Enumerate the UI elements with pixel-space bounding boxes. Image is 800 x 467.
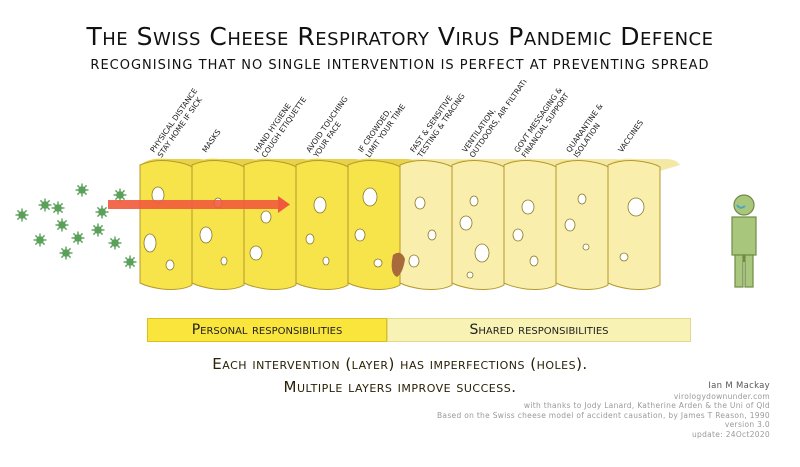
- virus-particle-icon: [123, 255, 137, 269]
- cheese-layers: [108, 158, 680, 290]
- virus-mess-icon: [391, 252, 405, 277]
- layer-label-8: GOVT MESSAGING &FINANCIAL SUPPORT: [512, 86, 571, 160]
- penetration-arrow-icon: [108, 196, 290, 213]
- credit-thanks: with thanks to Jody Lanard, Katherine Ar…: [523, 401, 770, 410]
- page-subtitle: recognising that no single intervention …: [90, 58, 710, 73]
- virus-particle-icon: [15, 208, 29, 222]
- layer-label-2: MASKS: [200, 127, 222, 154]
- virus-particle-icon: [91, 223, 105, 237]
- layer-label-9: QUARANTINE &ISOLATION: [564, 102, 612, 160]
- cheese-layer-7: [451, 158, 524, 290]
- person-icon: [731, 194, 757, 288]
- virus-particle-icon: [113, 188, 127, 202]
- virus-particle-icon: [59, 246, 73, 260]
- layer-label-5: IF CROWDED,LIMIT YOUR TIME: [356, 97, 407, 159]
- personal-responsibilities-banner: Personal responsibilities: [147, 318, 387, 342]
- layer-label-1: PHYSICAL DISTANCESTAY HOME IF SICK: [148, 86, 207, 159]
- credit-basis: Based on the Swiss cheese model of accid…: [436, 410, 770, 420]
- page-title: The Swiss Cheese Respiratory Virus Pande…: [86, 22, 714, 51]
- credit-site: virologydownunder.com: [673, 391, 770, 401]
- virus-particle-icon: [75, 183, 89, 197]
- cheese-layer-4: [295, 158, 368, 290]
- credits-block: Ian M Mackay virologydownunder.com with …: [436, 381, 770, 439]
- cheese-layer-10: [607, 158, 680, 290]
- shared-responsibilities-banner: Shared responsibilities: [387, 318, 691, 342]
- credit-update: update: 24Oct2020: [691, 429, 770, 439]
- virus-particle-icon: [71, 231, 85, 245]
- credit-version: version 3.0: [724, 420, 770, 429]
- message-multiple-layers: Multiple layers improve success.: [283, 378, 517, 396]
- virus-particle-icon: [33, 233, 47, 247]
- virus-particle-icon: [38, 198, 52, 212]
- credit-author: Ian M Mackay: [708, 381, 770, 391]
- cheese-layer-8: [503, 158, 576, 290]
- virus-particle-icon: [108, 236, 122, 250]
- layer-label-6: FAST & SENSITIVETESTING & TRACING: [408, 86, 467, 160]
- virus-particle-icon: [55, 218, 69, 232]
- cheese-layer-1: [139, 158, 212, 290]
- layer-label-10: VACCINES: [616, 118, 645, 154]
- layer-label-3: HAND HYGIENECOUGH ETIQUETTE: [252, 90, 308, 159]
- virus-particle-icon: [51, 201, 65, 215]
- message-imperfections: Each intervention (layer) has imperfecti…: [212, 355, 588, 373]
- virus-particle-icon: [95, 205, 109, 219]
- layer-label-4: AVOID TOUCHINGYOUR FACE: [304, 94, 358, 160]
